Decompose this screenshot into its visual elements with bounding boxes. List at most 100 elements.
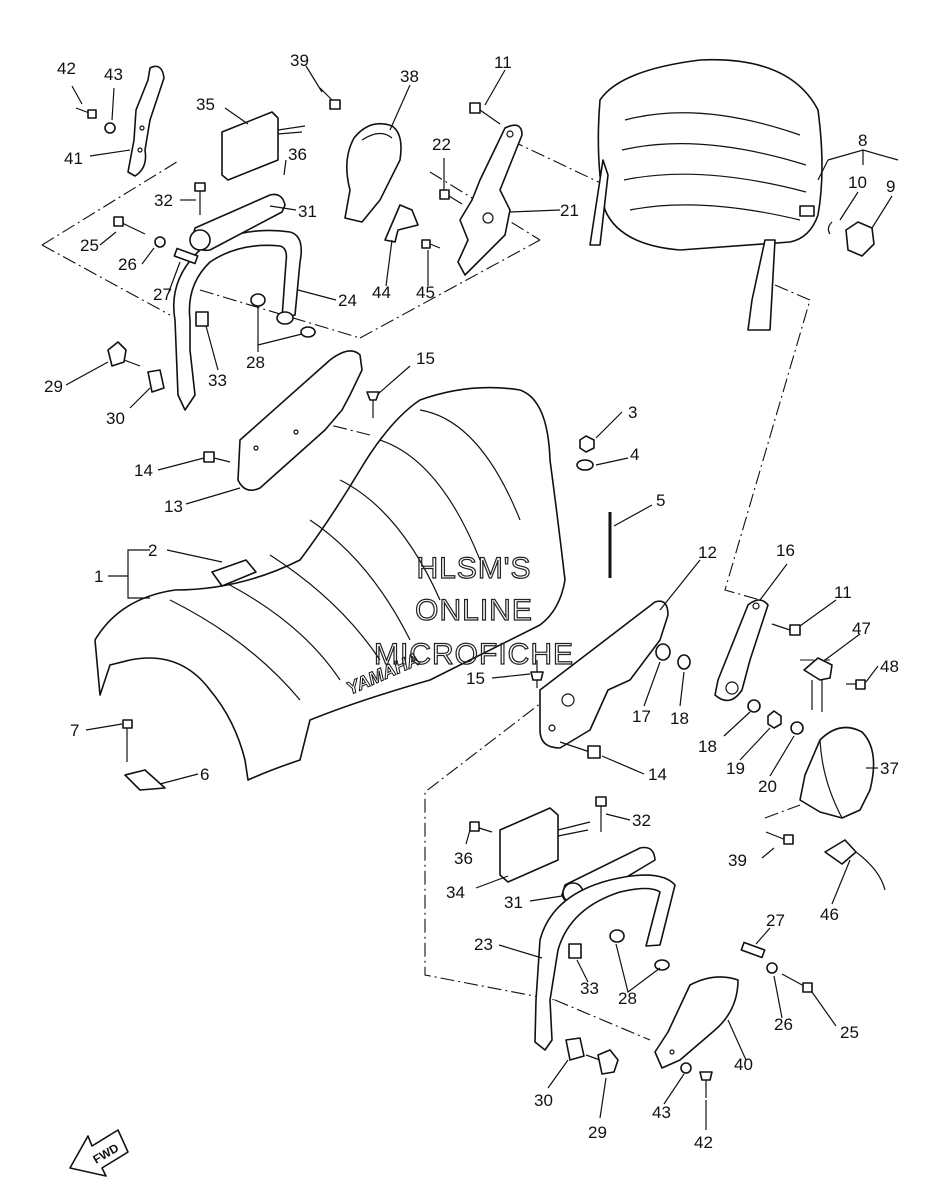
washer-43-top <box>104 122 116 134</box>
screw-15-top <box>366 391 380 418</box>
knob-9 <box>845 221 875 257</box>
collar-28-top-a <box>250 293 266 307</box>
callout-c32a: 32 <box>154 191 173 210</box>
arm-16 <box>714 599 769 702</box>
bolt-42-top <box>75 107 97 119</box>
washer-26-top <box>154 236 166 248</box>
callout-c15b: 15 <box>466 669 485 688</box>
callout-c3: 3 <box>628 403 637 422</box>
callout-c25a: 25 <box>80 236 99 255</box>
clip-10 <box>827 221 833 235</box>
nut-33-lower <box>568 943 582 959</box>
screw-15-mid <box>530 660 544 688</box>
callout-c17: 17 <box>632 707 651 726</box>
callout-c34: 34 <box>446 883 465 902</box>
callout-c36b: 36 <box>454 849 473 868</box>
washer-18-b <box>747 699 761 713</box>
callout-c18a: 18 <box>670 709 689 728</box>
callout-c8: 8 <box>858 131 867 150</box>
callout-c27b: 27 <box>766 911 785 930</box>
callout-c29a: 29 <box>44 377 63 396</box>
callout-c33b: 33 <box>580 979 599 998</box>
knob-29-top <box>107 341 141 367</box>
callout-c48: 48 <box>880 657 899 676</box>
callout-c41: 41 <box>64 149 83 168</box>
collar-28-lower-b <box>654 959 670 971</box>
knob-47 <box>803 657 833 712</box>
watermark-line2: ONLINE <box>415 594 533 627</box>
washer-26-lower <box>766 962 778 974</box>
callout-c14a: 14 <box>134 461 153 480</box>
callout-c23: 23 <box>474 935 493 954</box>
callout-c45: 45 <box>416 283 435 302</box>
fwd-arrow-icon: FWD <box>69 1129 129 1177</box>
callout-c1: 1 <box>94 567 103 586</box>
callout-c32b: 32 <box>632 811 651 830</box>
callout-c40: 40 <box>734 1055 753 1074</box>
callout-c42b: 42 <box>694 1133 713 1152</box>
watermark: HLSM'S ONLINE MICROFICHE <box>373 551 573 671</box>
callout-c43b: 43 <box>652 1103 671 1122</box>
pin-27-top <box>173 247 199 265</box>
bolt-14-mid <box>559 741 601 759</box>
callout-c6: 6 <box>200 765 209 784</box>
pin-27-lower <box>740 941 766 959</box>
callout-c30a: 30 <box>106 409 125 428</box>
bolt-39-mid <box>765 831 794 845</box>
switch-46 <box>824 839 886 891</box>
bolt-39-top <box>319 87 341 110</box>
callout-c10: 10 <box>848 173 867 192</box>
callout-c39a: 39 <box>290 51 309 70</box>
callout-c22: 22 <box>432 135 451 154</box>
collar-30-top <box>147 369 165 393</box>
callout-c36a: 36 <box>288 145 307 164</box>
callout-c26b: 26 <box>774 1015 793 1034</box>
sensor-31-top <box>189 193 286 252</box>
bolt-25-top <box>113 216 146 235</box>
callout-c15a: 15 <box>416 349 435 368</box>
callout-c14b: 14 <box>648 765 667 784</box>
callout-c13: 13 <box>164 497 183 516</box>
nut-3 <box>579 435 595 453</box>
callout-c24: 24 <box>338 291 357 310</box>
callout-c2: 2 <box>148 541 157 560</box>
bracket-21 <box>457 124 523 276</box>
washer-43-lower <box>680 1062 692 1074</box>
bolt-11-top <box>469 102 501 125</box>
callout-c16: 16 <box>776 541 795 560</box>
leader-lines <box>65 65 899 1130</box>
callout-c39b: 39 <box>728 851 747 870</box>
seat-1 <box>94 386 566 781</box>
callout-c25b: 25 <box>840 1023 859 1042</box>
washer-4 <box>576 459 594 471</box>
callout-c26a: 26 <box>118 255 137 274</box>
callout-c43a: 43 <box>104 65 123 84</box>
bolt-22 <box>439 189 463 205</box>
callout-c28b: 28 <box>618 989 637 1008</box>
callout-c21: 21 <box>560 201 579 220</box>
callout-c5: 5 <box>656 491 665 510</box>
callout-c28a: 28 <box>246 353 265 372</box>
plate-34 <box>499 807 591 883</box>
nut-19 <box>767 710 782 729</box>
grab-bar-23 <box>534 874 676 1051</box>
callout-c19: 19 <box>726 759 745 778</box>
callout-c44: 44 <box>372 283 391 302</box>
callout-c20: 20 <box>758 777 777 796</box>
callout-c46: 46 <box>820 905 839 924</box>
callout-c9: 9 <box>886 177 895 196</box>
callout-c38: 38 <box>400 67 419 86</box>
collar-17 <box>655 643 671 661</box>
callout-c11a: 11 <box>494 53 512 72</box>
bolt-45 <box>421 239 441 249</box>
backrest-8 <box>589 58 823 331</box>
clip-44 <box>384 204 419 243</box>
bolt-48 <box>846 679 866 690</box>
bolt-14-top <box>203 451 231 463</box>
bolt-25-lower <box>781 973 813 993</box>
callout-c33a: 33 <box>208 371 227 390</box>
bolt-42-lower <box>699 1071 713 1098</box>
nut-20 <box>790 721 804 735</box>
plate-35 <box>221 111 306 181</box>
